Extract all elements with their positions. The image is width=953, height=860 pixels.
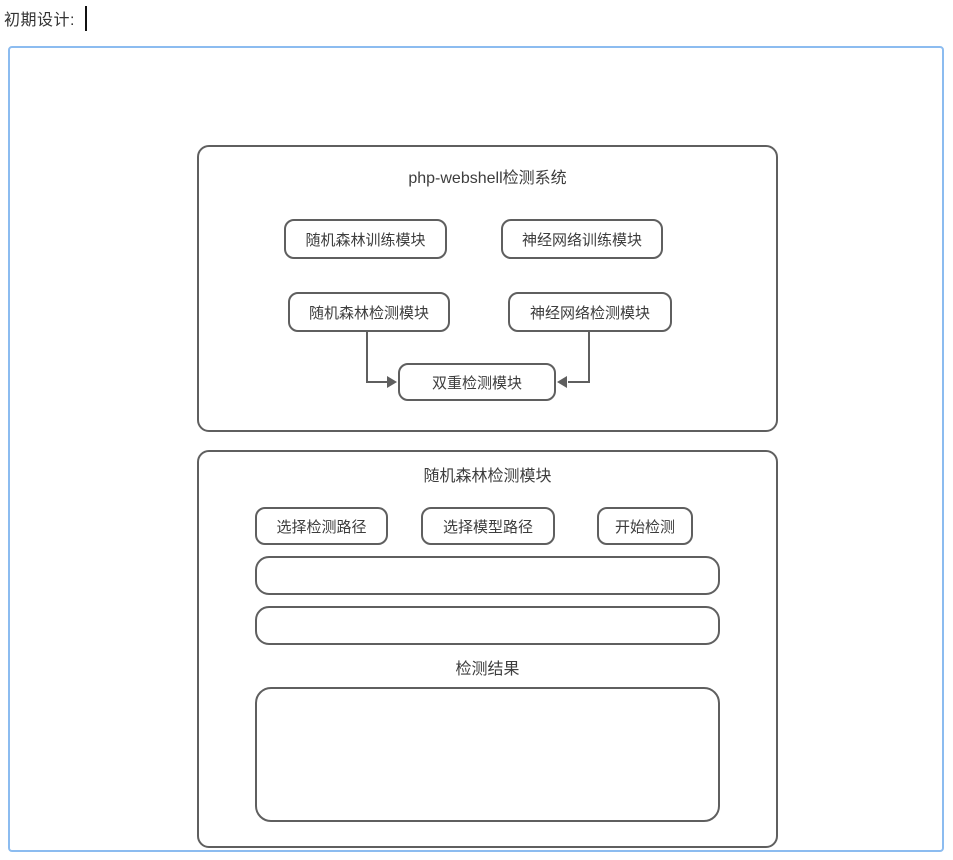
select-detect-path-button[interactable]: 选择检测路径 (255, 507, 388, 545)
editor-text-line[interactable]: 初期设计: (4, 4, 87, 32)
detect-path-field[interactable] (255, 556, 720, 595)
result-label: 检测结果 (455, 661, 520, 678)
model-path-field[interactable] (255, 606, 720, 645)
start-detection-button[interactable]: 开始检测 (597, 507, 693, 545)
connector-left-arrowhead-icon (387, 376, 397, 388)
node-dual-detection: 双重检测模块 (398, 363, 556, 401)
design-canvas: php-webshell检测系统 随机森林训练模块 神经网络训练模块 随机森林检… (8, 46, 944, 852)
detector-mock-title: 随机森林检测模块 (423, 468, 552, 485)
text-caret (84, 5, 87, 31)
result-output-box (255, 687, 720, 822)
system-diagram-title: php-webshell检测系统 (408, 170, 567, 187)
initial-design-label: 初期设计: (4, 12, 75, 29)
node-neural-network-training: 神经网络训练模块 (501, 219, 663, 259)
node-neural-network-detection: 神经网络检测模块 (508, 292, 672, 332)
connector-left (366, 332, 388, 383)
node-random-forest-detection: 随机森林检测模块 (288, 292, 450, 332)
connector-right (568, 332, 590, 383)
connector-right-arrowhead-icon (557, 376, 567, 388)
select-model-path-button[interactable]: 选择模型路径 (421, 507, 555, 545)
node-random-forest-training: 随机森林训练模块 (284, 219, 447, 259)
